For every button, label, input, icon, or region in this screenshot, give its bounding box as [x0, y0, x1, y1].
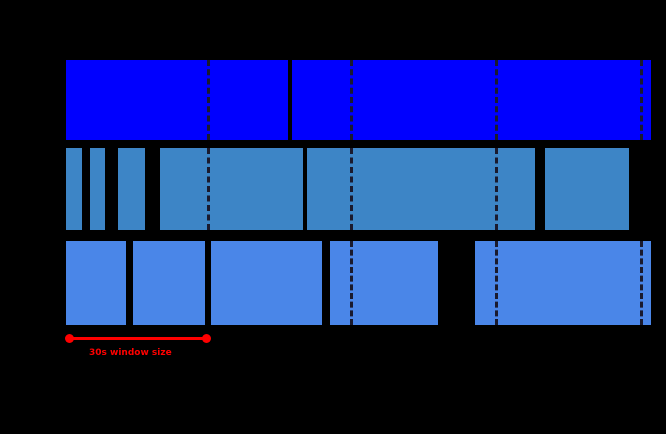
timeline-segment[interactable]	[160, 148, 303, 230]
timeline-segment[interactable]	[475, 241, 651, 325]
window-boundary-line	[495, 148, 498, 230]
timeline-track-1	[0, 60, 651, 140]
timeline-segment[interactable]	[211, 241, 322, 325]
timeline-segment[interactable]	[66, 241, 126, 325]
timeline-segment[interactable]	[66, 148, 82, 230]
timeline-segment[interactable]	[307, 148, 535, 230]
timeline-segment[interactable]	[545, 148, 629, 230]
annotation-cap-right	[202, 334, 211, 343]
annotation-rule	[69, 337, 207, 340]
window-boundary-line	[350, 60, 353, 140]
timeline-segment[interactable]	[66, 60, 288, 140]
timeline-segment[interactable]	[330, 241, 438, 325]
window-boundary-line	[207, 60, 210, 140]
window-boundary-line	[495, 60, 498, 140]
annotation-cap-left	[65, 334, 74, 343]
window-boundary-line	[495, 241, 498, 325]
timeline-segment[interactable]	[90, 148, 105, 230]
window-boundary-line	[350, 148, 353, 230]
window-boundary-line	[350, 241, 353, 325]
window-boundary-line	[640, 241, 643, 325]
window-boundary-line	[640, 60, 643, 140]
timeline-track-3	[0, 241, 651, 325]
timeline-segment[interactable]	[118, 148, 145, 230]
timeline-segment[interactable]	[133, 241, 205, 325]
window-boundary-line	[207, 148, 210, 230]
annotation-label: 30s window size	[89, 348, 172, 358]
timeline-segment[interactable]	[292, 60, 651, 140]
timeline-track-2	[0, 148, 651, 230]
